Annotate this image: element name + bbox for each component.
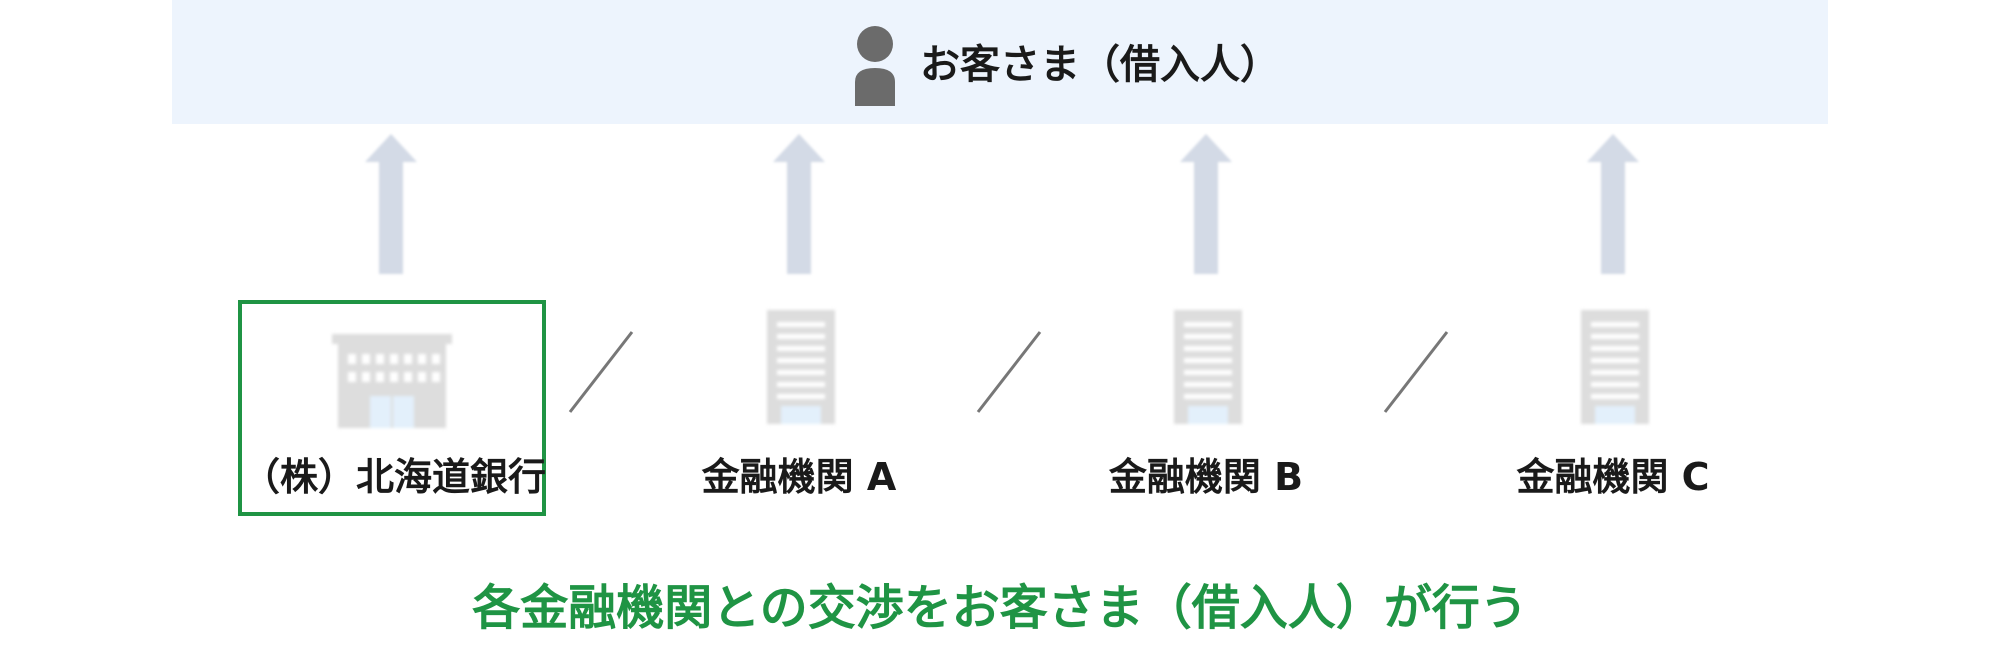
bank-label: 金融機関 B bbox=[1108, 455, 1304, 499]
arrow-up-icon bbox=[1587, 134, 1639, 274]
arrow-up-icon bbox=[1180, 134, 1232, 274]
customer-label: お客さま（借入人） bbox=[920, 42, 1280, 88]
bank-b: 金融機関 B bbox=[1052, 300, 1360, 516]
person-icon bbox=[855, 26, 895, 106]
bank-building-icon bbox=[1174, 310, 1242, 424]
separator-slash bbox=[976, 331, 1042, 413]
bank-label: 金融機関 A bbox=[701, 455, 897, 499]
footer-caption: 各金融機関との交渉をお客さま（借入人）が行う bbox=[472, 580, 1528, 636]
bank-label: 金融機関 C bbox=[1516, 455, 1710, 499]
bank-building-icon bbox=[767, 310, 835, 424]
customer-band bbox=[172, 0, 1828, 124]
arrow-up-icon bbox=[365, 134, 417, 274]
separator-slash bbox=[568, 331, 634, 413]
arrow-up-icon bbox=[773, 134, 825, 274]
separator-slash bbox=[1383, 331, 1449, 413]
bank-building-icon bbox=[332, 334, 452, 428]
bank-building-icon bbox=[1581, 310, 1649, 424]
bank-a: 金融機関 A bbox=[645, 300, 953, 516]
bank-hokkaido: （株）北海道銀行 bbox=[238, 300, 546, 516]
bank-label: （株）北海道銀行 bbox=[242, 455, 547, 499]
bank-c: 金融機関 C bbox=[1459, 300, 1767, 516]
